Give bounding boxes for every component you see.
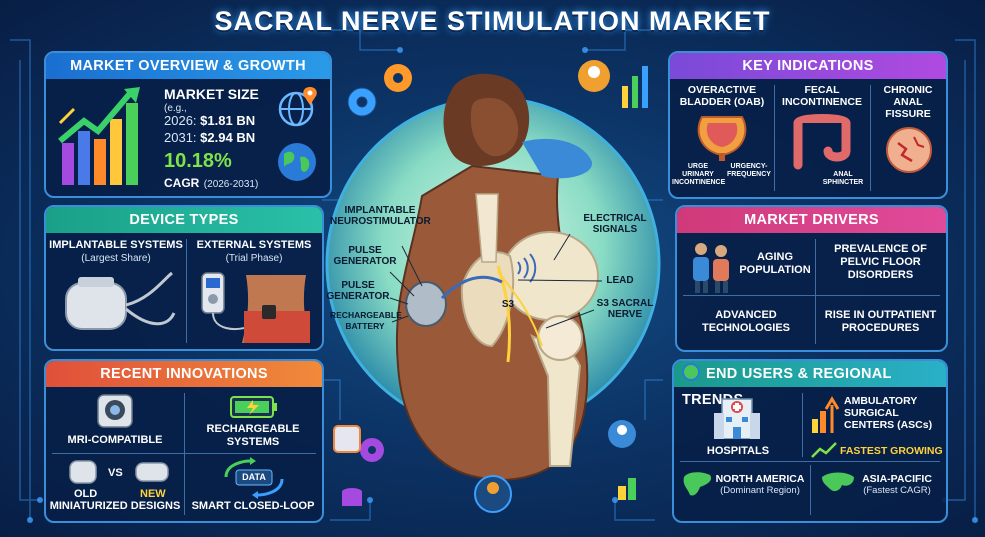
- cagr-row: CAGR (2026-2031): [164, 174, 258, 192]
- fissure-icon: [886, 127, 932, 173]
- urgency-frequency: URGENCY-FREQUENCY: [727, 163, 771, 178]
- elderly-couple-icon: [693, 243, 729, 293]
- team-icon: [608, 420, 636, 448]
- external-title: EXTERNAL SYSTEMS: [196, 239, 312, 251]
- device-types-panel: DEVICE TYPES IMPLANTABLE SYSTEMS (Larges…: [44, 205, 324, 351]
- value-2031: $2.94 BN: [200, 130, 256, 145]
- arrow-up-icon: [812, 396, 840, 433]
- label-s3: S3: [501, 299, 515, 310]
- old-device-icon: [69, 460, 97, 484]
- market-overview-header: MARKET OVERVIEW & GROWTH: [46, 53, 330, 79]
- chip-icon: [333, 425, 361, 453]
- cagr-period: (2026-2031): [203, 179, 259, 190]
- external-device-icon: [201, 272, 310, 343]
- bar-growth-icon: [622, 66, 648, 108]
- implantable-title: IMPLANTABLE SYSTEMS: [49, 239, 183, 251]
- data-tag: DATA: [242, 472, 266, 482]
- market-size-eg: (e.g.,: [164, 103, 187, 114]
- new-device-icon: [135, 462, 169, 482]
- device-types-header: DEVICE TYPES: [46, 207, 322, 233]
- market-size-2026: 2026: $1.81 BN: [164, 113, 255, 128]
- recent-innovations-panel: RECENT INNOVATIONS MRI-COMPATIBLE RECHAR…: [44, 359, 324, 523]
- market-drivers-header: MARKET DRIVERS: [677, 207, 946, 233]
- asia-map-icon: [822, 472, 854, 492]
- battery-charging-icon: [230, 396, 277, 418]
- rechargeable-line1: RECHARGEABLE: [206, 423, 300, 435]
- external-sub: (Trial Phase): [225, 253, 283, 264]
- person-icon: [578, 60, 610, 92]
- earth-icon: [278, 143, 316, 181]
- old-label: OLD: [74, 488, 98, 500]
- hospital-icon: [714, 398, 760, 439]
- vs-label: VS: [108, 467, 123, 479]
- miniaturized-designs: MINIATURIZED DESIGNS: [49, 500, 181, 512]
- database-icon: [342, 488, 362, 506]
- end-users-header: END USERS & REGIONAL TRENDS: [674, 361, 946, 408]
- mri-compatible: MRI-COMPATIBLE: [67, 434, 163, 446]
- trend-up-icon: [811, 442, 837, 458]
- north-america: NORTH AMERICA (Dominant Region): [715, 473, 805, 496]
- mri-icon: [97, 394, 133, 428]
- smart-closed-loop: SMART CLOSED-LOOP: [191, 500, 315, 512]
- end-users-panel: END USERS & REGIONAL TRENDS HOSPITALS AM…: [672, 359, 948, 523]
- globe-icon: [682, 363, 700, 381]
- value-2026: $1.81 BN: [200, 113, 256, 128]
- bladder-icon: [697, 116, 747, 161]
- gear-icon: [347, 87, 377, 117]
- globe-pin-icon: [278, 87, 317, 127]
- year-2026: 2026:: [164, 113, 197, 128]
- market-size-title: MARKET SIZE: [164, 86, 259, 102]
- recent-innovations-header: RECENT INNOVATIONS: [46, 361, 322, 387]
- fastest-growing: FASTEST GROWING: [840, 445, 943, 457]
- user-circle-icon: [474, 475, 512, 513]
- implantable-sub: (Largest Share): [81, 253, 151, 264]
- growth-chart-icon: [58, 87, 140, 185]
- cagr-label: CAGR: [164, 176, 200, 190]
- closed-loop-icon: [224, 457, 284, 499]
- year-2031: 2031:: [164, 130, 197, 145]
- page-title: SACRAL NERVE STIMULATION MARKET: [214, 6, 771, 36]
- market-overview-panel: MARKET OVERVIEW & GROWTH MARKET SIZE (e.…: [44, 51, 332, 198]
- rechargeable-line2: SYSTEMS: [226, 436, 280, 448]
- key-indications-header: KEY INDICATIONS: [670, 53, 946, 79]
- new-label: NEW: [140, 488, 166, 500]
- chart-icon-bottom: [618, 478, 636, 500]
- asia-pacific: ASIA-PACIFIC (Fastest CAGR): [862, 473, 932, 496]
- gear-icon-bottom: [360, 438, 384, 462]
- label-lead: LEAD: [606, 275, 634, 286]
- center-illustration: [325, 60, 661, 513]
- market-size-2031: 2031: $2.94 BN: [164, 130, 255, 145]
- implantable-device-icon: [65, 271, 176, 330]
- north-america-map-icon: [683, 472, 712, 496]
- cagr-value: 10.18%: [164, 150, 232, 172]
- colon-icon: [793, 114, 851, 170]
- hospitals-label: HOSPITALS: [706, 445, 770, 457]
